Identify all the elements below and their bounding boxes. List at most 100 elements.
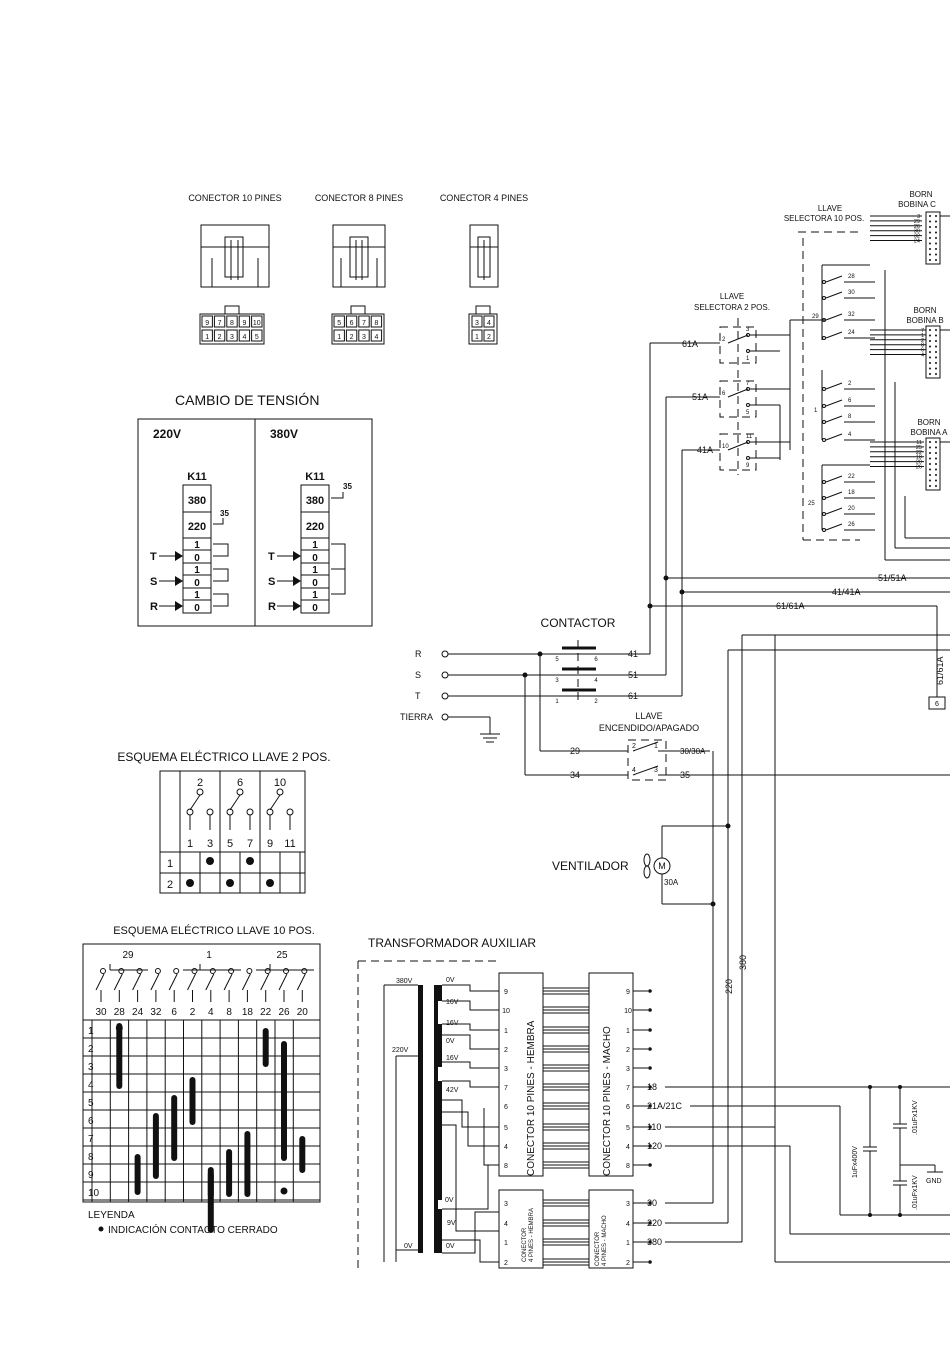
terminal-icon [822,280,826,284]
contactor-title: CONTACTOR [541,616,616,630]
llave10-row: 6 [88,1116,94,1127]
out-label: 110 [647,1122,661,1132]
llave-on-subtitle: ENCENDIDO/APAGADO [599,723,699,733]
prim-0v: 0V [404,1243,413,1250]
llave2-bottom: 7 [247,838,253,850]
llave10-row: 7 [88,1134,94,1145]
k11-value: 1 [312,540,318,551]
conn4-macho-pin: 2 [626,1260,630,1267]
pin-label: 8 [374,320,378,327]
bobina-pin: 18 [916,455,922,461]
conn10-macho-pin: 8 [626,1163,630,1170]
bobina-pin: 22 [916,450,922,456]
sel10-pin: 25 [808,501,815,507]
contact-arm [241,973,251,991]
terminal-icon [191,968,198,974]
bobina-dot [935,479,937,482]
conn10-macho-pin: 5 [626,1125,630,1132]
terminal-icon [118,968,125,974]
llave10-col: 2 [190,1007,196,1018]
bobina-dot [935,373,937,375]
llave10-col: 26 [278,1007,290,1018]
pin-terminal [648,1066,652,1070]
pin-cell [201,329,213,342]
terminal-icon [136,968,143,974]
conn10-macho-box [588,972,634,1177]
closed-dot [186,879,194,887]
bobina-pin: 4 [921,353,924,359]
pin-label: 1 [205,334,209,341]
llave10-row: 1 [88,1026,94,1037]
out-51: 51 [628,670,638,680]
pin-cell [333,315,345,328]
k11-label: K11 [187,471,207,483]
bobina-dot [929,479,931,482]
secondary-winding [437,985,442,1001]
contactor-pin: 6 [594,657,598,663]
bobina-dot [935,345,937,348]
sel10-pin: 1 [814,408,818,414]
bobina-dot [935,474,937,476]
bobina-dot [929,356,931,359]
bobina-dot [935,356,937,359]
conn10-hembra-pin: 9 [504,989,508,996]
pin-cell [251,329,263,342]
conn10-hembra-pin: 2 [504,1047,508,1054]
closed-dot [246,857,254,865]
llave2-top: 10 [274,777,286,789]
terminal-icon [209,968,216,974]
terminal-icon [154,968,161,974]
llave10-row: 8 [88,1152,94,1163]
sec-label: 42V [446,1087,459,1094]
sel2-pin: 5 [746,410,750,416]
pin-label: 10 [253,320,261,327]
llave-10-pos: ESQUEMA ELÉCTRICO LLAVE 10 POS. 12345678… [82,924,321,1236]
contactor-pin: 2 [594,699,598,705]
num-35: 35 [220,509,229,518]
contactor-contacts [560,646,600,697]
pin-label: 5 [255,334,259,341]
bobina-dot [929,215,931,217]
bobina-block [925,437,941,491]
terminal-icon [822,296,826,300]
sec-wire [442,1111,499,1147]
pin-terminal [648,1028,652,1032]
sec-wire [442,1000,499,1011]
pin-terminal [648,1201,652,1205]
vbus-6161a-label: 61/61A [935,656,945,685]
k11-value: 220 [306,521,324,533]
pin-terminal [648,1104,652,1108]
arrow-icon [293,601,301,611]
jumper-35 [331,492,344,499]
sel2-pin: 3 [746,327,750,333]
pin-cell [226,315,238,328]
sel10-pin: 30 [848,290,855,296]
pin-label: 9 [242,320,246,327]
bobina-pin: 2 [921,338,924,344]
terminal-icon [283,968,289,974]
wire-35-label: 35 [680,770,690,780]
pin-cell [251,315,263,328]
connector-10-label: CONECTOR 10 PINES [188,193,281,203]
sel10-pin: 2 [848,381,852,387]
out-label: 30 [647,1198,657,1208]
arrow-icon [293,551,301,561]
llave2-bottom: 9 [267,838,273,850]
conn10-hembra-pin: 5 [504,1125,508,1132]
contact-arm [269,794,281,811]
sw-pin-1: 1 [654,743,658,750]
bobina-dot [929,237,931,239]
llave10-row: 9 [88,1170,94,1181]
sel2-title2: SELECTORA 2 POS. [694,303,770,312]
arrow-icon [175,576,183,586]
conn10-hembra-pin: 1 [504,1028,508,1035]
contact-arm [205,973,215,991]
terminal-icon [100,968,106,974]
sel2-pin: 10 [722,444,729,450]
prim-220v: 220V [392,1047,409,1054]
jumper [213,543,229,557]
switch-arm [825,313,843,321]
out-label: 380 [647,1237,662,1247]
bobina-dot [929,468,931,471]
